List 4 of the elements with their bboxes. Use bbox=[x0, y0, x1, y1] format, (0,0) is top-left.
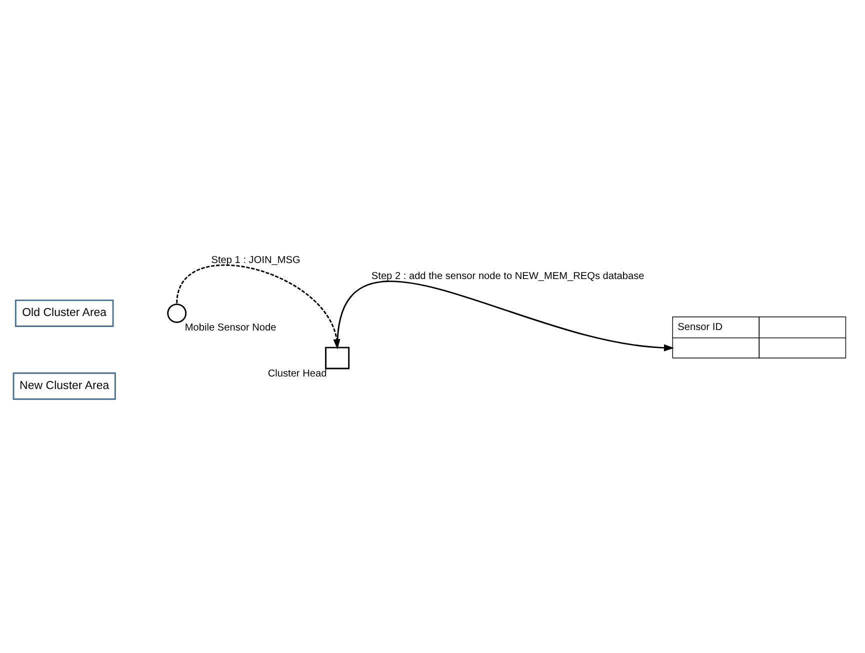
node-label: Cluster Head bbox=[268, 368, 327, 380]
edge-label: Step 1 : JOIN_MSG bbox=[211, 254, 300, 266]
node-label: Mobile Sensor Node bbox=[184, 322, 276, 333]
edge-label: Step 2 : add the sensor node to NEW_MEM_REQs database bbox=[371, 270, 644, 282]
